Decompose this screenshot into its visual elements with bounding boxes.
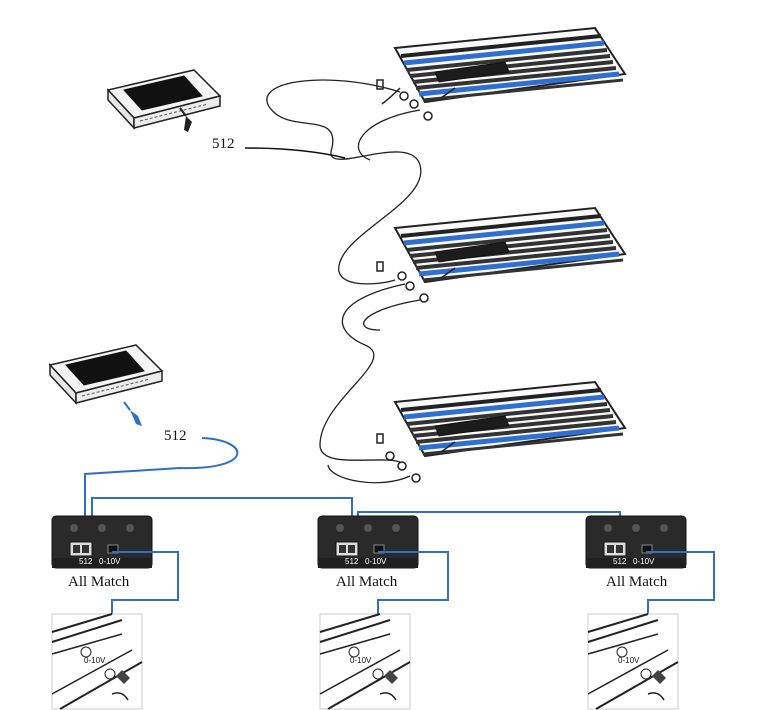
signal-label-bottom: 512 xyxy=(164,428,187,444)
daisy-chain-cables xyxy=(266,79,422,484)
box-caption-1: All Match xyxy=(68,574,130,590)
fixture-3 xyxy=(395,382,625,456)
port-label-010v-1: 0-10V xyxy=(99,557,121,566)
fixture-1 xyxy=(395,28,625,102)
detail-label-2: 0-10V xyxy=(350,656,372,665)
connector-plug-icon xyxy=(179,107,192,132)
port-label-010v-3: 0-10V xyxy=(633,557,655,566)
box-caption-2: All Match xyxy=(336,574,398,590)
connector-cluster-3 xyxy=(376,433,421,483)
port-label-010v-2: 0-10V xyxy=(365,557,387,566)
connector-cluster-1 xyxy=(376,79,433,121)
connector-plug-icon-blue xyxy=(123,401,142,426)
box-caption-3: All Match xyxy=(606,574,668,590)
controller-top xyxy=(107,69,221,129)
detail-label-3: 0-10V xyxy=(618,656,640,665)
signal-label-top: 512 xyxy=(212,136,235,152)
port-label-512-1: 512 xyxy=(79,557,93,566)
fixture-2 xyxy=(395,208,625,282)
connector-cluster-2 xyxy=(376,261,429,303)
signal-cable-black xyxy=(244,147,346,159)
port-label-512-3: 512 xyxy=(613,557,627,566)
port-label-512-2: 512 xyxy=(345,557,359,566)
detail-label-1: 0-10V xyxy=(84,656,106,665)
controller-bottom xyxy=(49,344,163,404)
